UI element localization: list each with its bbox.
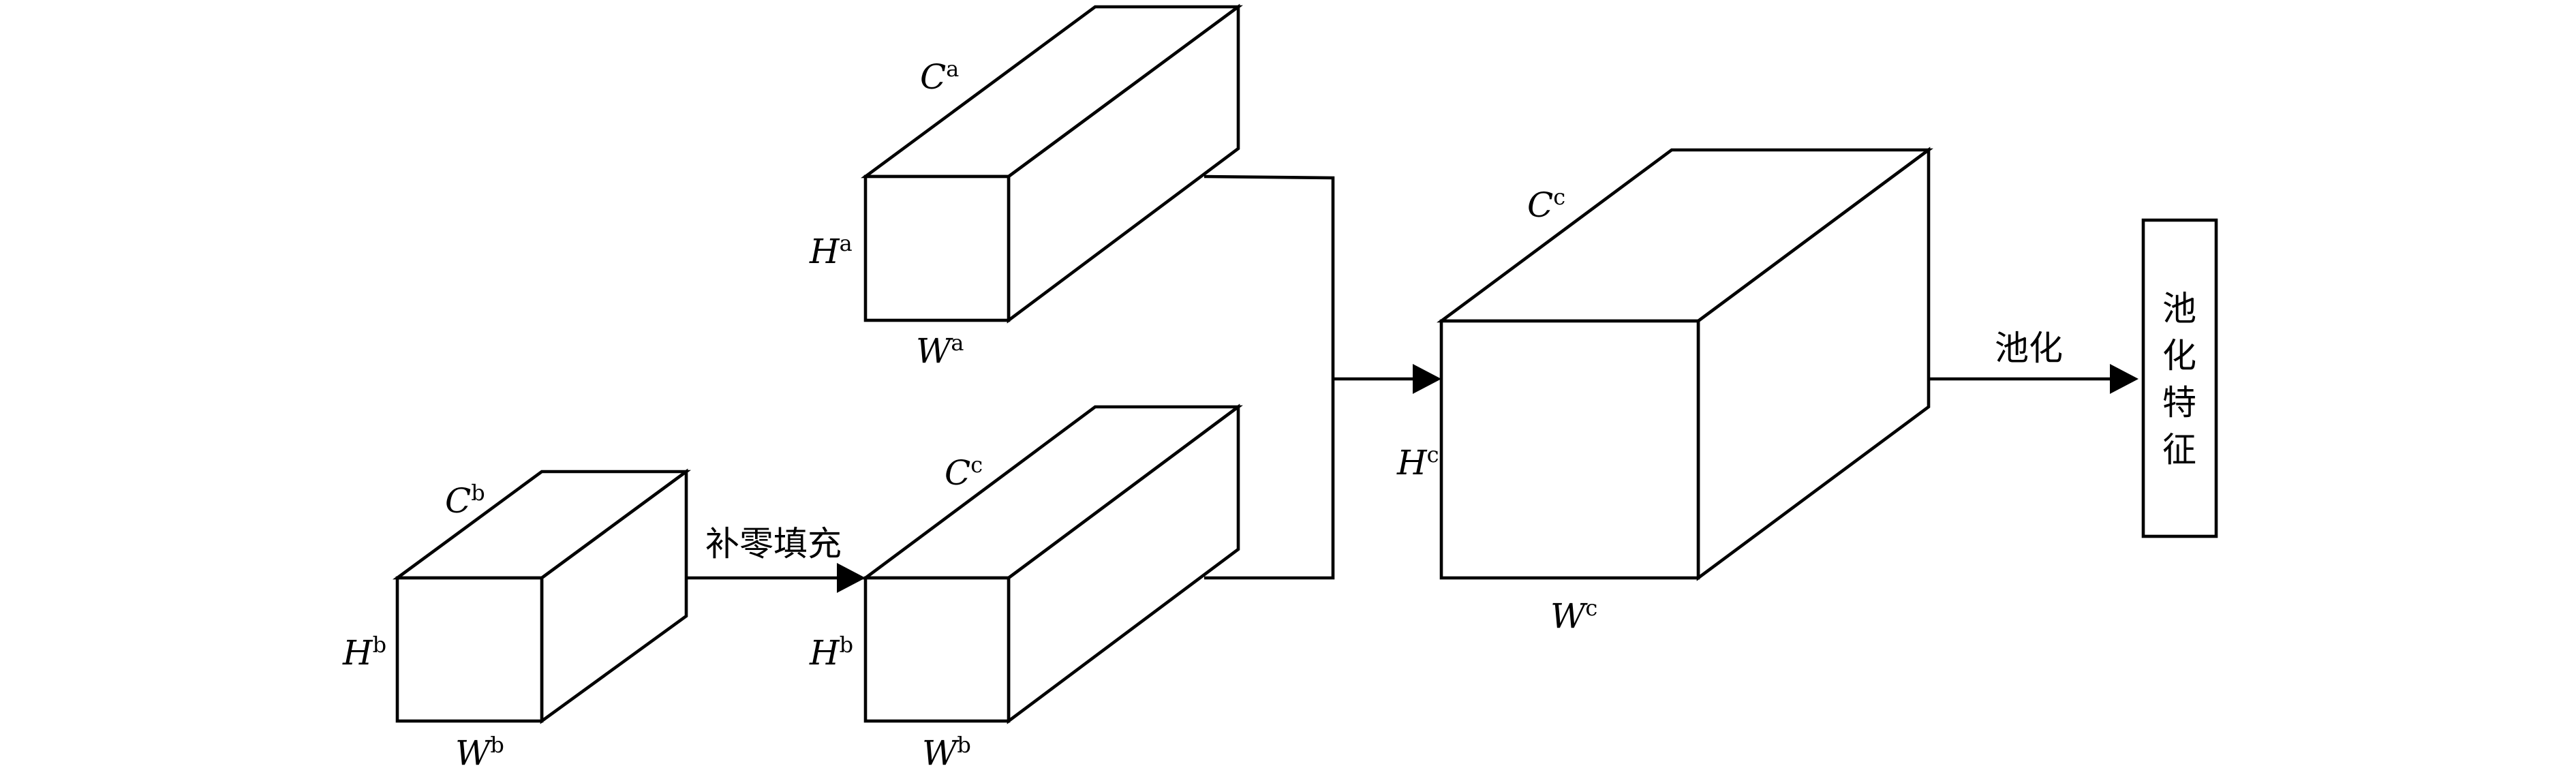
block-b-channel-label: Cb bbox=[445, 480, 485, 521]
block-a-front-face bbox=[863, 174, 1011, 322]
block-a: Ca Ha Wa bbox=[809, 3, 1243, 371]
block-b-width-label: Wb bbox=[455, 732, 504, 773]
block-concat-height-label: Hc bbox=[1396, 442, 1439, 483]
zero-padding-arrow bbox=[686, 563, 865, 593]
pooling-label: 池化 bbox=[1995, 328, 2063, 368]
pooled-features-char-2: 化 bbox=[2162, 336, 2196, 376]
merge-connector bbox=[1203, 174, 1441, 580]
block-b: Cb Hb Wb bbox=[342, 468, 692, 773]
block-concat-front-face bbox=[1439, 319, 1700, 580]
block-b-front-face bbox=[395, 576, 544, 723]
block-padded: Cc Hb Wb bbox=[809, 403, 1243, 773]
block-a-channel-label: Ca bbox=[920, 56, 959, 97]
pooled-features-char-4: 征 bbox=[2162, 430, 2196, 470]
pooling-arrow bbox=[1929, 364, 2138, 394]
block-padded-height-label: Hb bbox=[809, 632, 853, 673]
block-concat: Cc Hc Wc bbox=[1396, 147, 1933, 636]
pooled-features-char-1: 池 bbox=[2162, 289, 2196, 328]
block-padded-width-label: Wb bbox=[922, 732, 971, 773]
block-padded-front-face bbox=[863, 576, 1011, 723]
pooled-features-box: 池 化 特 征 bbox=[2141, 218, 2218, 538]
pooling-arrowhead bbox=[2110, 364, 2138, 394]
block-b-height-label: Hb bbox=[342, 632, 386, 673]
block-padded-channel-label: Cc bbox=[945, 452, 983, 493]
pooled-features-box-border bbox=[2141, 218, 2218, 538]
block-a-height-label: Ha bbox=[809, 230, 853, 271]
block-a-width-label: Wa bbox=[916, 330, 964, 371]
pooled-features-char-3: 特 bbox=[2162, 383, 2196, 423]
block-concat-channel-label: Cc bbox=[1527, 184, 1565, 225]
merge-arrowhead bbox=[1413, 364, 1441, 394]
zero-padding-label: 补零填充 bbox=[705, 524, 842, 564]
zero-padding-arrowhead bbox=[837, 563, 865, 593]
block-concat-width-label: Wc bbox=[1550, 595, 1597, 636]
